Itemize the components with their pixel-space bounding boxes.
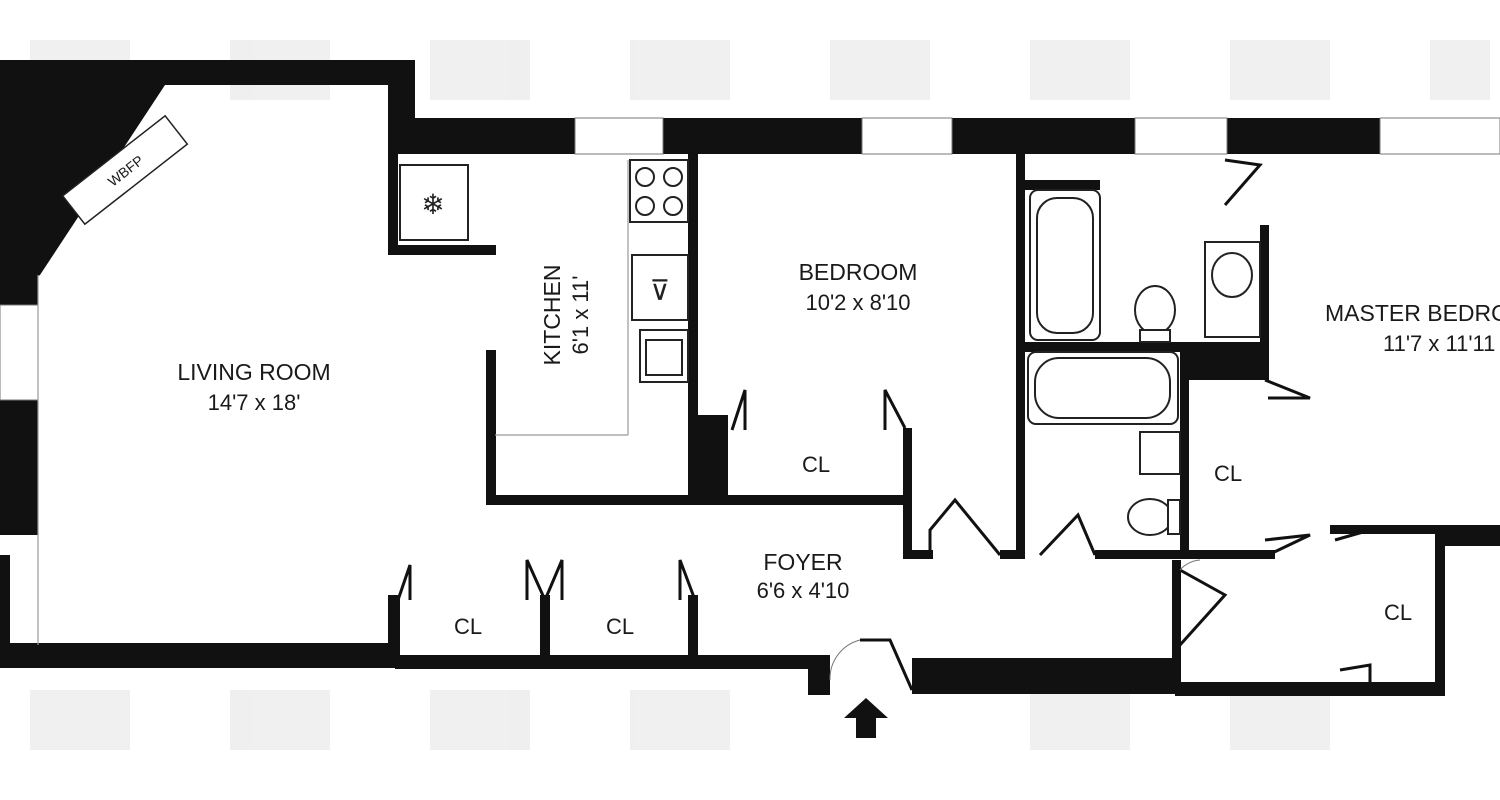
closet-label-bedroom: CL xyxy=(802,452,830,477)
bedroom-dims: 10'2 x 8'10 xyxy=(805,290,910,315)
wall-closet-left xyxy=(388,595,400,657)
window-4 xyxy=(1379,117,1500,155)
wall-kitchen-stub xyxy=(388,245,496,255)
dishwasher xyxy=(631,254,689,321)
glass-icon: ⊽ xyxy=(650,274,671,307)
wall-bath-top xyxy=(1025,180,1100,190)
foyer-name: FOYER xyxy=(763,549,842,575)
wall-bath-block xyxy=(1180,342,1265,380)
wall-foyer-jamb xyxy=(903,550,933,559)
walls xyxy=(0,60,1500,696)
burner-icon xyxy=(663,196,683,216)
wall-living-northwest xyxy=(0,60,415,300)
room-labels: LIVING ROOM 14'7 x 18' KITCHEN 6'1 x 11'… xyxy=(177,259,1500,639)
burner-icon xyxy=(635,167,655,187)
wall-master-south xyxy=(1330,525,1500,534)
closet-label-living-left: CL xyxy=(454,614,482,639)
bathtub-2-inner xyxy=(1034,357,1171,419)
wall-master-west xyxy=(1260,225,1269,380)
fireplace: WBFP xyxy=(61,114,189,226)
toilet-2 xyxy=(1127,498,1173,536)
windows xyxy=(0,117,1500,401)
refrigerator xyxy=(399,164,469,241)
wall-west-upper xyxy=(0,60,38,305)
wall-bedroom-closet-east xyxy=(903,428,912,558)
entry-arrow-icon xyxy=(844,698,888,738)
wall-south-door-jamb xyxy=(808,655,830,695)
wall-south-closets xyxy=(395,655,815,669)
burner-icon xyxy=(635,196,655,216)
wall-kitchen-lower xyxy=(486,350,496,505)
doors xyxy=(396,158,1372,691)
wall-bath-east xyxy=(1180,352,1189,557)
burner-icon xyxy=(663,167,683,187)
toilet-1-tank xyxy=(1139,329,1171,343)
wall-bedroom-closet-block xyxy=(698,415,728,500)
window-3 xyxy=(1134,117,1228,155)
master-bedroom-dims: 11'7 x 11'11 xyxy=(1383,331,1495,356)
wall-closet-mid xyxy=(540,595,550,657)
living-room-name: LIVING ROOM xyxy=(177,359,330,385)
kitchen-sink-basin xyxy=(645,339,683,376)
foyer-dims: 6'6 x 4'10 xyxy=(757,578,850,603)
wall-south-foyer xyxy=(912,658,1180,694)
kitchen-dims: 6'1 x 11' xyxy=(568,276,593,355)
master-bedroom-name: MASTER BEDROOM xyxy=(1325,300,1500,326)
interior-walls xyxy=(388,154,1500,690)
wall-south-living xyxy=(0,643,400,668)
wall-bedroom-west xyxy=(688,154,698,504)
window-west xyxy=(0,304,39,401)
toilet-1 xyxy=(1134,285,1176,335)
wall-bath-south xyxy=(1095,550,1275,559)
wall-master-closet-west xyxy=(1172,560,1181,690)
wall-kitchen-upper xyxy=(388,154,398,254)
watermark-pattern xyxy=(30,40,1490,750)
wall-west-middle xyxy=(0,400,38,535)
bath-fixtures xyxy=(1027,189,1261,536)
kitchen-name: KITCHEN xyxy=(539,265,565,366)
snowflake-icon: ❄ xyxy=(421,188,444,221)
window-2 xyxy=(861,117,953,155)
bedroom-name: BEDROOM xyxy=(799,259,918,285)
sink-2 xyxy=(1139,431,1181,475)
closet-label-master: CL xyxy=(1384,600,1412,625)
hairlines xyxy=(37,160,629,645)
kitchen-fixtures: ❄ ⊽ xyxy=(399,159,689,383)
wall-west-lower xyxy=(0,555,10,645)
wall-closet-right xyxy=(688,595,698,657)
wall-bath-divider xyxy=(1025,342,1265,352)
window-1 xyxy=(574,117,664,155)
wall-south-master xyxy=(1175,682,1445,696)
closet-label-living-right: CL xyxy=(606,614,634,639)
closet-label-bath: CL xyxy=(1214,461,1242,486)
wall-bath-west xyxy=(1016,154,1025,559)
sink-1-basin xyxy=(1211,252,1253,298)
bathtub-1-inner xyxy=(1036,197,1094,334)
wall-east-closet-side xyxy=(1435,530,1445,696)
wall-bath-south-left xyxy=(1000,550,1025,559)
living-room-dims: 14'7 x 18' xyxy=(208,390,301,415)
toilet-2-tank xyxy=(1167,499,1181,535)
